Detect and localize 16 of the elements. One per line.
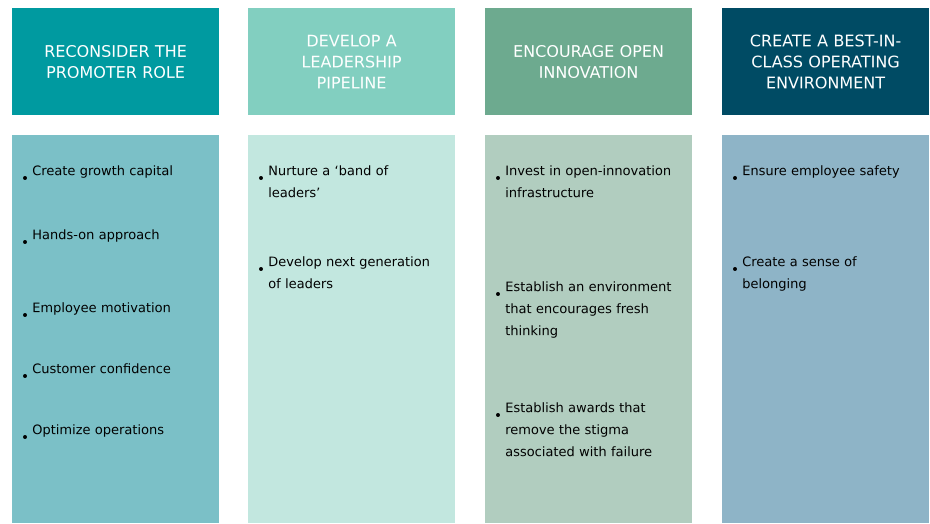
header-box: DEVELOP A LEADERSHIP PIPELINE — [248, 8, 455, 115]
bullet-item: Create growth capital — [23, 165, 172, 180]
header-box: CREATE A BEST-IN-CLASS OPERATING ENVIRONMENT — [722, 8, 929, 115]
bullet-item: Invest in open-innovation infrastructure — [496, 165, 670, 198]
bullet-item: Nurture a ‘band of leaders’ — [259, 165, 388, 198]
bullet-item: Develop next generation of leaders — [259, 256, 429, 288]
bullet-item: Establish awards that remove the stigma associated with failure — [496, 402, 652, 456]
bullet-item: Establish an environment that encourages fresh thinking — [496, 281, 672, 338]
bullet-item: Employee motivation — [23, 302, 170, 317]
bullet-item: Hands-on approach — [23, 229, 158, 244]
header-box: ENCOURAGE OPEN INNOVATION — [485, 8, 692, 115]
bullet-item: Optimize operations — [23, 424, 164, 439]
bullet-item: Create a sense of belonging — [733, 256, 857, 291]
bullet-item: Customer confidence — [23, 363, 170, 378]
bullet-item: Ensure employee safety — [733, 165, 900, 180]
header-box: RECONSIDER THE PROMOTER ROLE — [12, 8, 219, 115]
